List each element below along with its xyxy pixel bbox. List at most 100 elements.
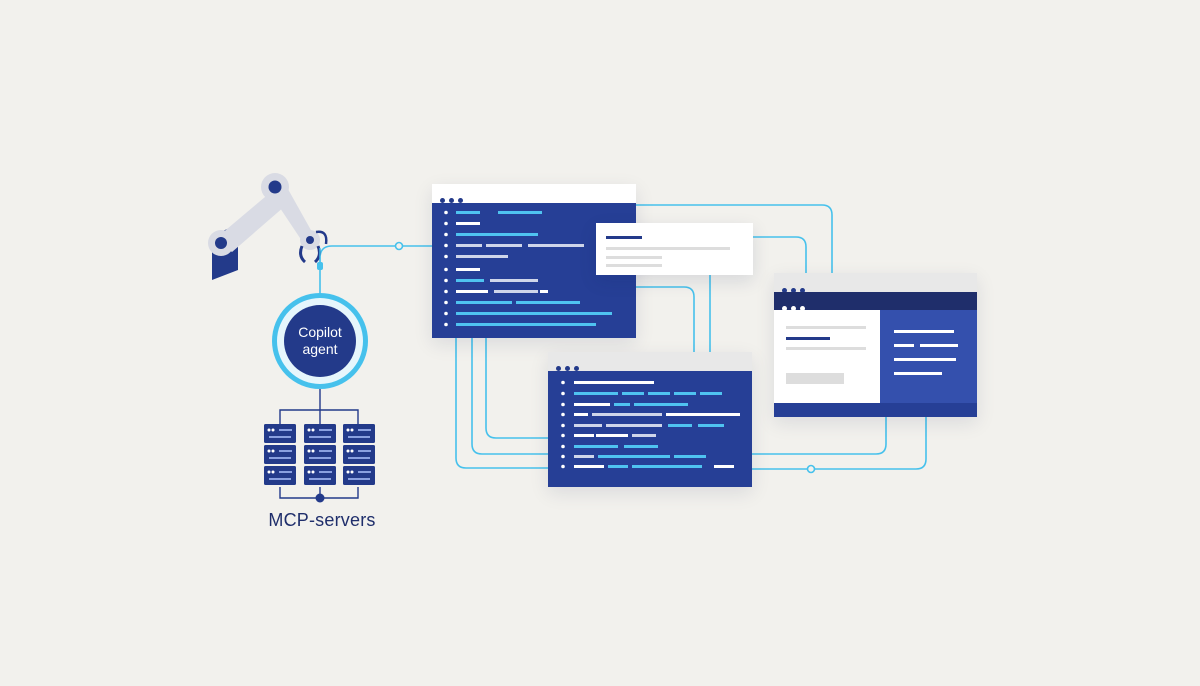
code-token: [456, 222, 480, 225]
browser-side-pane: [880, 310, 977, 403]
line-bullet: [444, 210, 448, 215]
browser-toolbar: [774, 292, 977, 311]
code-token: [598, 455, 670, 458]
code-token: [490, 279, 538, 282]
line-bullet: [444, 267, 448, 272]
code-token: [634, 403, 688, 406]
code-token: [456, 279, 484, 282]
line-bullet: [444, 300, 448, 305]
line-bullet: [561, 423, 565, 428]
server-hub-node: [315, 493, 325, 503]
browser-content-pane: [774, 310, 880, 403]
code-token: [574, 424, 602, 427]
agent-label-line2: agent: [302, 341, 338, 357]
code-token: [606, 424, 662, 427]
code-token: [516, 301, 580, 304]
code-lines: [561, 380, 740, 469]
wire-secondary-to-browser-2: [752, 417, 927, 470]
window-dots-icon: [440, 190, 467, 208]
code-token: [456, 301, 512, 304]
line-bullet: [444, 243, 448, 248]
code-token: [668, 424, 692, 427]
line-bullet: [444, 254, 448, 259]
code-token: [592, 413, 662, 416]
line-bullet: [444, 278, 448, 283]
wire-agent-to-editor: [319, 245, 432, 293]
robot-arm-icon: [208, 173, 328, 280]
browser-footer: [774, 403, 977, 417]
code-token: [456, 312, 612, 315]
code-token: [528, 244, 584, 247]
code-token: [624, 445, 658, 448]
server-rack-icon: [343, 424, 375, 487]
line-bullet: [561, 380, 565, 385]
window-dots-icon: [782, 280, 809, 298]
wire-line-to-secondary: [564, 286, 695, 352]
code-token: [632, 465, 702, 468]
code-token: [622, 392, 644, 395]
mcp-servers-label: MCP-servers: [268, 510, 376, 530]
code-token: [574, 434, 594, 437]
code-token: [674, 455, 706, 458]
code-token: [632, 434, 656, 437]
code-token: [574, 392, 618, 395]
browser-window: [774, 273, 977, 417]
code-token: [596, 434, 628, 437]
window-titlebar: [432, 184, 636, 203]
line-bullet: [561, 444, 565, 449]
line-bullet: [561, 454, 565, 459]
editor-window-secondary: [548, 352, 752, 487]
code-token: [486, 244, 522, 247]
wire-secondary-to-browser-1: [752, 417, 887, 455]
editor-body: [548, 371, 752, 487]
window-titlebar: [774, 273, 977, 293]
line-bullet: [444, 311, 448, 316]
code-token: [574, 465, 604, 468]
line-bullet: [561, 391, 565, 396]
code-token: [456, 244, 482, 247]
code-token: [700, 392, 722, 395]
code-token: [574, 413, 588, 416]
line-bullet: [561, 402, 565, 407]
window-titlebar: [548, 352, 752, 371]
tooltip-card: [596, 223, 753, 275]
line-bullet: [561, 412, 565, 417]
wire-editor-to-browser: [636, 204, 833, 274]
code-token: [456, 211, 480, 214]
server-rack-icon: [304, 424, 336, 487]
code-token: [494, 290, 538, 293]
code-token: [698, 424, 724, 427]
wire-loop-3: [455, 338, 548, 469]
wire-tooltip-to-browser: [752, 236, 807, 274]
wire-node: [394, 241, 404, 251]
code-token: [608, 465, 628, 468]
code-token: [574, 455, 594, 458]
wire-node: [806, 464, 816, 474]
code-token: [456, 290, 488, 293]
line-bullet: [561, 433, 565, 438]
code-token: [456, 255, 508, 258]
code-token: [666, 413, 740, 416]
code-token: [574, 403, 610, 406]
line-bullet: [444, 232, 448, 237]
code-token: [574, 381, 654, 384]
code-token: [648, 392, 670, 395]
code-lines: [444, 210, 612, 327]
code-token: [456, 268, 480, 271]
code-token: [456, 233, 538, 236]
code-token: [574, 445, 618, 448]
code-token: [714, 465, 734, 468]
window-dots-icon: [782, 298, 809, 316]
server-rack-icon: [264, 424, 296, 487]
wire-loop-1: [485, 338, 548, 439]
line-bullet: [561, 464, 565, 469]
line-bullet: [444, 322, 448, 327]
line-bullet: [444, 289, 448, 294]
code-token: [540, 290, 548, 293]
wire-loop-2: [471, 338, 548, 455]
code-token: [674, 392, 696, 395]
agent-label-line1: Copilot: [298, 324, 342, 340]
code-token: [456, 323, 596, 326]
